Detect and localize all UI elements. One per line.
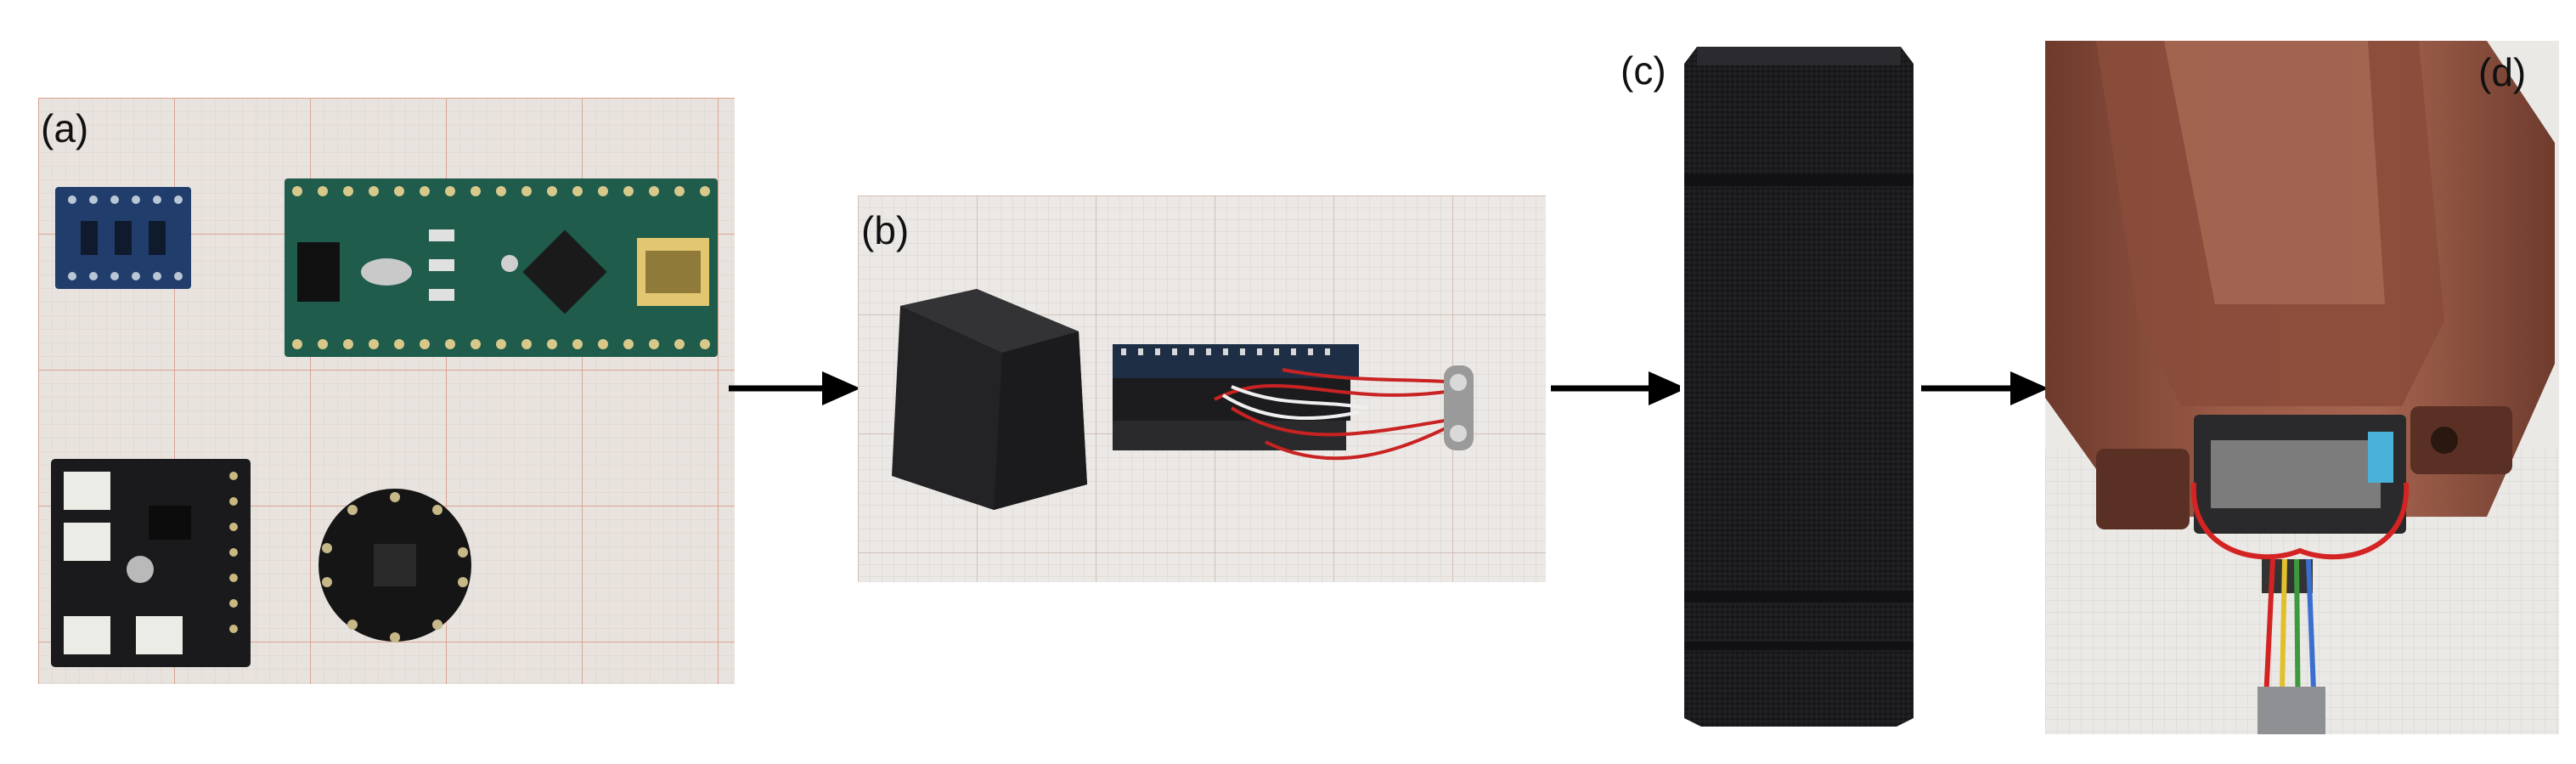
- panel-c-housing-photo: [1680, 47, 1918, 727]
- end-sensor: [1444, 365, 1474, 450]
- panel-b-prototype-photo: [858, 195, 1546, 582]
- printed-cap: [892, 289, 1087, 510]
- right-arrow-icon: [1551, 367, 1687, 410]
- panel-label-d: (d): [2478, 50, 2527, 94]
- panel-label-c: (c): [1621, 48, 1666, 93]
- right-arrow-icon: [729, 367, 860, 410]
- round-imu-board: [318, 489, 471, 642]
- panel-label-b: (b): [861, 208, 910, 252]
- right-arrow-icon: [1921, 367, 2049, 410]
- panel-d-installed-photo: [2045, 41, 2559, 734]
- wires: [1214, 368, 1470, 461]
- panel-a-components-photo: [38, 98, 735, 684]
- microcontroller-board: [285, 178, 718, 357]
- level-shifter-board: [55, 187, 191, 289]
- panel-label-a: (a): [41, 106, 89, 150]
- sensor-breakout-board: [51, 459, 251, 667]
